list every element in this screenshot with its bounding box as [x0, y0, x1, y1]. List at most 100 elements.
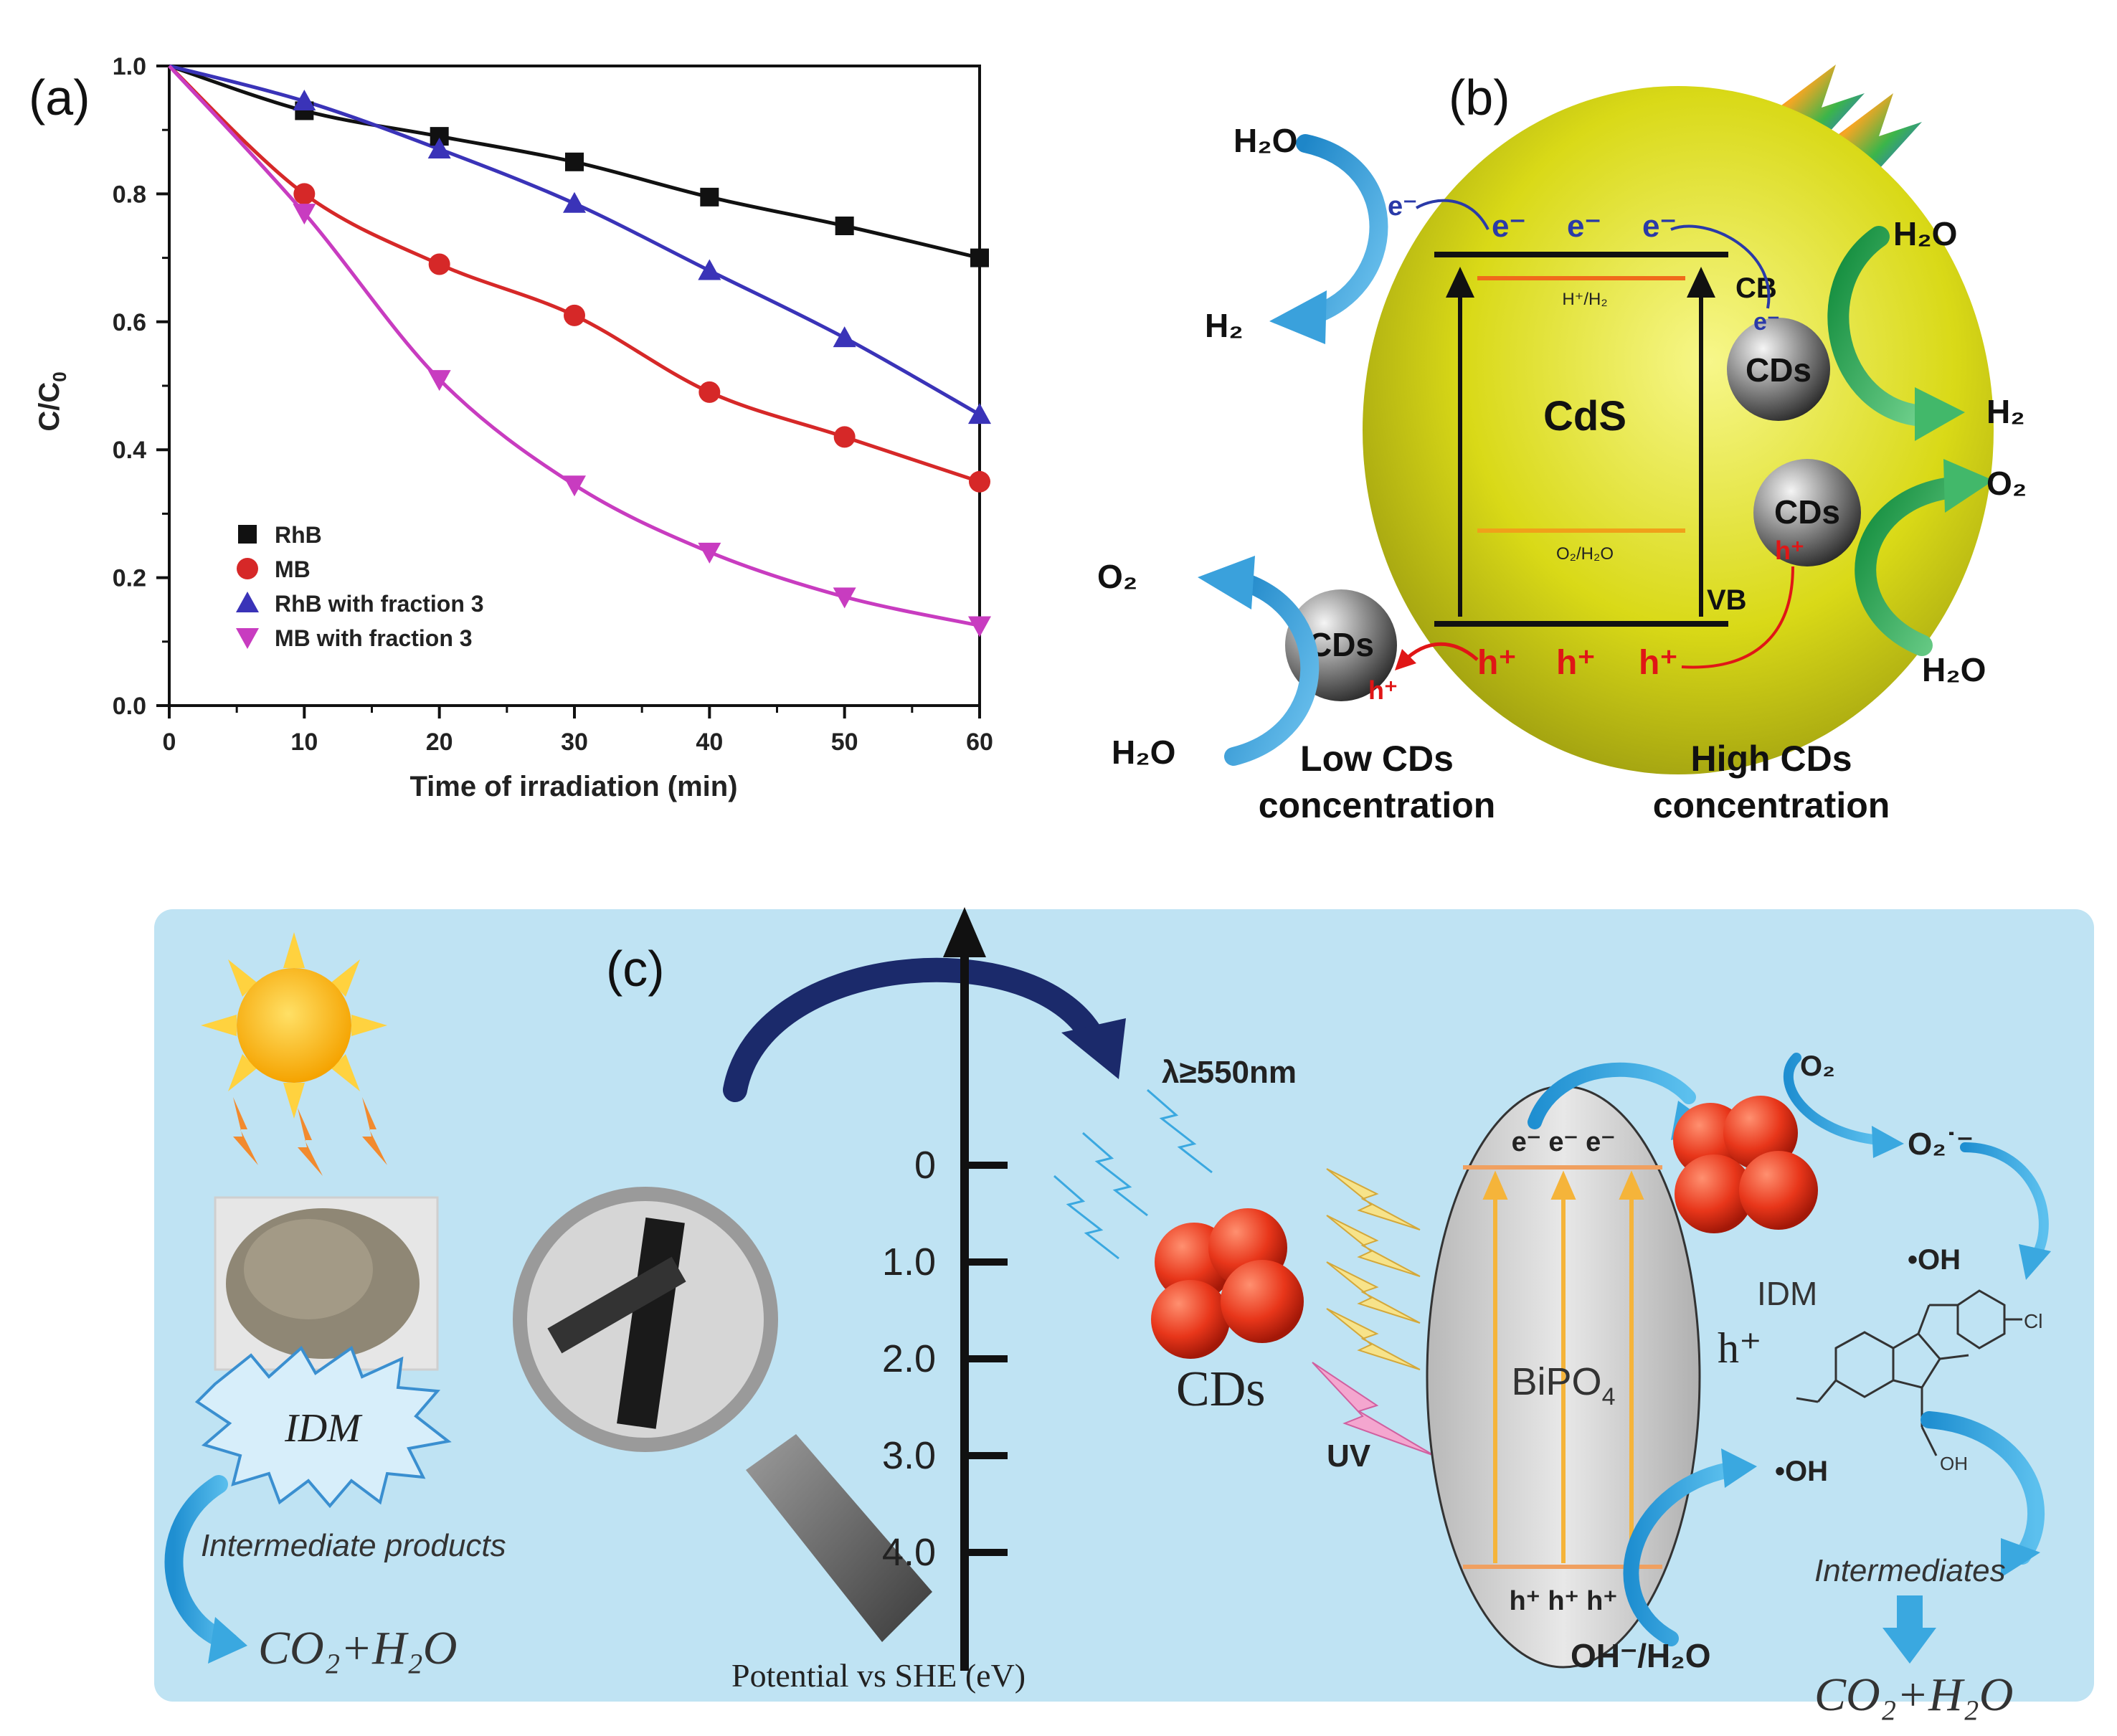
- o2-reduction-arrow: [1784, 1053, 1904, 1158]
- o-redox-label: O₂/H₂O: [1556, 544, 1614, 564]
- high-cds-caption-2: concentration: [1653, 785, 1890, 825]
- data-point-s1-4: [698, 381, 721, 403]
- h-redox-label: H⁺/H₂: [1562, 290, 1607, 309]
- data-point-s2-2: [427, 137, 451, 158]
- tem-magnifier-icon: [513, 1187, 932, 1642]
- x-tick-label: 60: [966, 729, 993, 756]
- cds-ball-left-label: CDs: [1308, 626, 1374, 663]
- bipo4-holes: h⁺ h⁺ h⁺: [1510, 1586, 1618, 1616]
- hole-2: h⁺: [1556, 644, 1596, 682]
- low-cds-caption-1: Low CDs: [1300, 739, 1454, 779]
- x-tick-label: 20: [426, 729, 453, 756]
- series-line-2: [169, 64, 981, 417]
- co2-h2o-right: CO₂+H₂O: [1814, 1669, 2013, 1721]
- bipo4-label: BiPO4: [1512, 1360, 1616, 1410]
- cds-text-c: CDs: [1176, 1362, 1265, 1417]
- cds-ball-right-top-label: CDs: [1746, 351, 1811, 389]
- sun-icon: [201, 932, 387, 1119]
- idm-starburst: [194, 1345, 452, 1509]
- legend-label-1: MB: [275, 556, 311, 582]
- hole-on-cds-right: h⁺: [1775, 536, 1804, 565]
- sun-rays-bolts: [233, 1097, 387, 1176]
- oh-radical-upper: •OH: [1908, 1244, 1961, 1276]
- data-point-s3-6: [968, 616, 991, 637]
- cb-label: CB: [1735, 272, 1777, 304]
- series-line-1: [168, 65, 980, 484]
- data-point-s0-6: [970, 248, 989, 267]
- molecule-oh: OH: [1940, 1453, 1968, 1474]
- panel-c-label: (c): [606, 941, 665, 997]
- electron-transfer-right: [1670, 224, 1771, 309]
- bipo4-excitation-arrows: [1482, 1170, 1644, 1563]
- legend-marker-1: [237, 558, 258, 579]
- cds-ball-right-bottom-label: CDs: [1774, 493, 1840, 531]
- molecule-cl: Cl: [2024, 1310, 2042, 1332]
- x-tick-label: 50: [831, 729, 858, 756]
- potential-tick-label: 0: [914, 1144, 936, 1187]
- yellow-light-bolts: [1326, 1168, 1421, 1370]
- hole-transfer-left-arrowhead: [1395, 649, 1416, 670]
- panel-c-mechanism: (c) IDM Intermediate products CO₂+H₂O: [154, 907, 2094, 1721]
- vb-label: VB: [1707, 584, 1747, 616]
- b-h2o-right-top: H₂O: [1893, 215, 1957, 252]
- green-arrow-h2o-to-h2: [1827, 226, 1965, 441]
- idm-label: IDM: [1757, 1275, 1817, 1312]
- c-o2-label: O₂: [1800, 1050, 1835, 1082]
- legend-label-2: RhB with fraction 3: [275, 591, 484, 617]
- excitation-arrows: [1446, 267, 1715, 617]
- arrow-to-co2-left: [164, 1475, 247, 1664]
- electron-on-cds: e⁻: [1753, 308, 1780, 336]
- legend-label-0: RhB: [275, 522, 322, 548]
- panel-a-label: (a): [29, 70, 90, 125]
- x-tick-label: 10: [290, 729, 318, 756]
- data-point-s2-5: [833, 326, 856, 348]
- data-point-s2-3: [563, 191, 586, 213]
- b-h2-left: H₂: [1205, 307, 1244, 344]
- data-point-s2-1: [293, 90, 316, 111]
- electron-2: e⁻: [1567, 209, 1601, 244]
- c-hplus-label: h⁺: [1718, 1324, 1762, 1372]
- data-point-s3-3: [563, 475, 586, 497]
- high-cds-caption-1: High CDs: [1691, 739, 1852, 779]
- b-o2-right: O₂: [1986, 465, 2027, 502]
- series-markers: [293, 90, 991, 637]
- svg-text:C/C0: C/C0: [34, 371, 70, 431]
- y-axis-ticks: 0.00.20.40.60.81.0: [113, 53, 169, 720]
- potential-tick-label: 3.0: [882, 1434, 936, 1477]
- potential-axis-ticks: 01.02.03.04.0: [882, 1144, 1008, 1574]
- intermediates-label: Intermediates: [1814, 1553, 2006, 1588]
- y-tick-label: 0.2: [113, 565, 146, 592]
- y-axis-label-subscript: 0: [49, 371, 70, 381]
- potential-tick-label: 1.0: [882, 1241, 936, 1284]
- b-h2o-bottom-left: H₂O: [1112, 734, 1175, 771]
- data-point-s0-3: [565, 152, 584, 171]
- y-tick-label: 1.0: [113, 53, 146, 80]
- hole-3: h⁺: [1639, 644, 1678, 682]
- oh-water-label: OH⁻/H₂O: [1571, 1637, 1711, 1674]
- oh-water-arrow: [1623, 1448, 1757, 1646]
- cds-ball-right-bottom: [1753, 459, 1861, 566]
- y-axis-label-group: C/C0: [34, 371, 70, 431]
- potential-axis: 01.02.03.04.0: [882, 907, 1008, 1671]
- panel-b-mechanism: (b) H⁺/H₂ O₂/H₂O CdS CB VB e⁻ e⁻ e⁻ h⁺ h…: [1097, 65, 2027, 825]
- legend-marker-0: [238, 525, 257, 544]
- data-point-s2-4: [698, 259, 721, 280]
- idm-to-intermediates-arrow: [1921, 1411, 2045, 1578]
- potential-axis-label: Potential vs SHE (eV): [731, 1657, 1026, 1694]
- hole-on-cds-left: h⁺: [1368, 675, 1398, 705]
- data-point-s1-3: [564, 304, 585, 326]
- data-point-s3-5: [833, 587, 856, 609]
- electron-3: e⁻: [1642, 209, 1677, 244]
- oh-radical-lower: •OH: [1775, 1456, 1828, 1487]
- y-tick-label: 0.0: [113, 693, 146, 720]
- panel-b-label: (b): [1449, 70, 1510, 125]
- b-h2o-right-bottom: H₂O: [1922, 651, 1986, 688]
- data-point-s0-4: [700, 187, 719, 207]
- data-point-s3-4: [698, 542, 721, 564]
- visible-light-bolts: [1053, 1088, 1213, 1260]
- electron-1: e⁻: [1492, 209, 1526, 244]
- hole-transfer-right: [1681, 566, 1794, 669]
- bipo4-electrons: e⁻ e⁻ e⁻: [1512, 1127, 1616, 1157]
- data-point-s1-5: [833, 426, 856, 448]
